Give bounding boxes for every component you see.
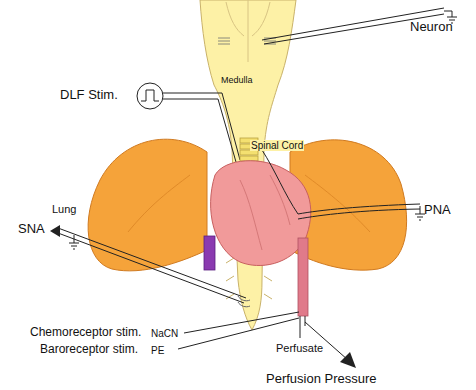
neuron-electrode	[262, 8, 457, 44]
signal-label: SNA	[18, 222, 45, 236]
drug-label: PE	[151, 345, 164, 356]
pressure-arrowhead	[340, 352, 356, 368]
electrode-label: Neuron	[410, 20, 453, 34]
measurement-label: Perfusion Pressure	[266, 372, 377, 386]
signal-label: PNA	[424, 203, 451, 217]
perfusion-lines	[178, 312, 348, 360]
region-label: Medulla	[221, 76, 253, 86]
heart	[211, 161, 311, 266]
stimulus-label: Chemoreceptor stim.	[30, 326, 141, 339]
sna-arrowhead	[50, 225, 60, 237]
region-label: Spinal Cord	[250, 140, 304, 151]
sna-electrode	[58, 228, 250, 307]
stimulator-label: DLF Stim.	[60, 88, 118, 102]
stimulus-label: Baroreceptor stim.	[40, 343, 138, 356]
line-label: Perfusate	[276, 342, 323, 354]
aorta	[298, 238, 308, 316]
organ-label: Lung	[52, 203, 76, 215]
pna-electrode	[262, 150, 425, 220]
drug-label: NaCN	[151, 328, 178, 339]
vena-cava	[204, 236, 215, 270]
